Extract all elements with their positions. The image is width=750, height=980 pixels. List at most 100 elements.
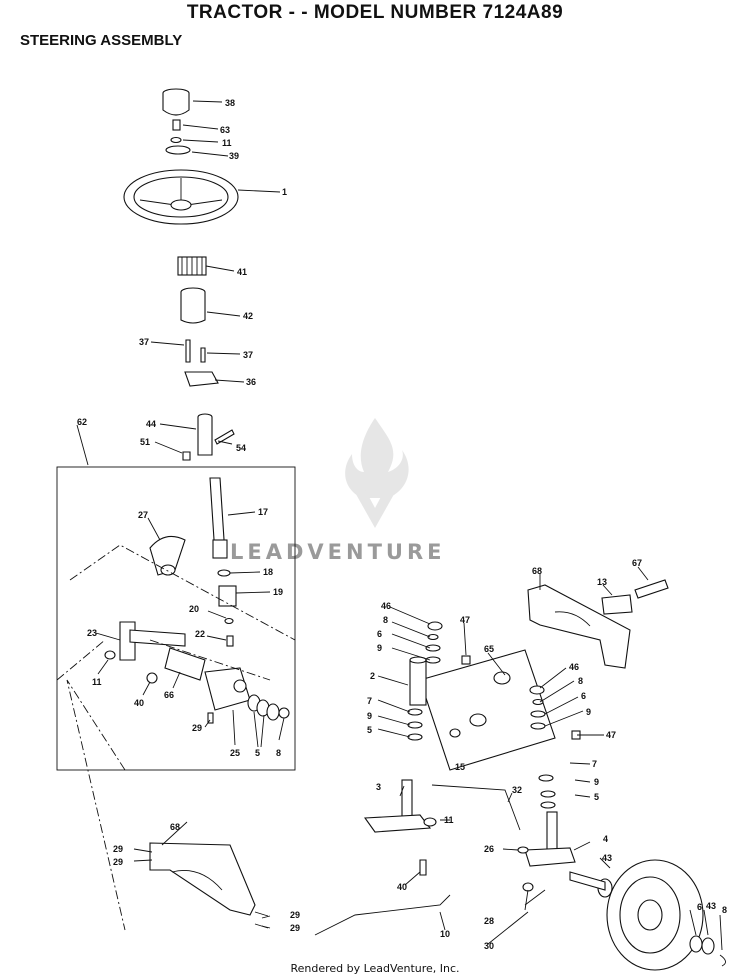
callout-1: 1	[282, 187, 287, 197]
callout-9-c: 9	[367, 711, 372, 721]
callout-47-a: 47	[460, 615, 470, 625]
callout-29-a: 29	[113, 844, 123, 854]
ring-8-b	[532, 698, 544, 706]
callout-6-b: 6	[581, 691, 586, 701]
assembly-62-frame	[56, 466, 296, 771]
callout-13: 13	[597, 577, 607, 587]
callout-27: 27	[138, 510, 148, 520]
callout-43-a: 43	[602, 853, 612, 863]
callout-54: 54	[236, 443, 246, 453]
callout-63: 63	[220, 125, 230, 135]
washer-6-b	[530, 710, 546, 718]
washer-11	[170, 136, 182, 144]
callout-65: 65	[484, 644, 494, 654]
steering-adapter-41	[177, 256, 207, 276]
drag-link-32	[431, 784, 521, 831]
bearing-9-d	[540, 790, 556, 798]
callout-37-right: 37	[243, 350, 253, 360]
footer-credit: Rendered by LeadVenture, Inc.	[290, 962, 460, 975]
callout-4: 4	[603, 834, 608, 844]
leadventure-logo-watermark	[240, 410, 510, 570]
callout-9-d: 9	[594, 777, 599, 787]
callout-6-c: 6	[697, 902, 702, 912]
bolt-54	[214, 429, 235, 445]
bushing-7-a	[407, 708, 423, 716]
callout-40-b: 40	[397, 882, 407, 892]
clip-8	[719, 954, 726, 967]
callout-11: 11	[222, 138, 232, 148]
washer-18	[217, 569, 231, 577]
callout-18: 18	[263, 567, 273, 577]
callout-29-box: 29	[192, 723, 202, 733]
ring-8-a	[427, 633, 439, 641]
steering-shaft-44	[197, 413, 213, 456]
callout-62: 62	[77, 417, 87, 427]
callout-5-box: 5	[255, 748, 260, 758]
callout-29-b: 29	[113, 857, 123, 867]
bearing-9-b	[407, 721, 423, 729]
bolt-67	[634, 579, 669, 599]
nut-11-b	[423, 817, 437, 827]
callout-44: 44	[146, 419, 156, 429]
callout-29-d: 29	[290, 923, 300, 933]
callout-11-left: 11	[92, 677, 102, 687]
tie-rod-10	[314, 894, 451, 936]
bracket-68-left	[149, 842, 256, 916]
callout-67: 67	[632, 558, 642, 568]
bushing-26	[517, 846, 529, 854]
callout-68-left: 68	[170, 822, 180, 832]
callout-29-c: 29	[290, 910, 300, 920]
callout-43-b: 43	[706, 901, 716, 911]
callout-9-b: 9	[586, 707, 591, 717]
ring-8	[278, 707, 290, 719]
pin-30	[524, 889, 546, 906]
steering-wheel	[123, 169, 239, 225]
nut-51	[182, 451, 191, 461]
callout-32: 32	[512, 785, 522, 795]
callout-3: 3	[376, 782, 381, 792]
bearing-9-a	[425, 656, 441, 664]
callout-11-b: 11	[444, 815, 454, 825]
column-sleeve-42	[180, 287, 206, 324]
sector-gear-27	[149, 535, 186, 576]
callout-17: 17	[258, 507, 268, 517]
shaft-23	[129, 629, 186, 647]
steering-cap	[162, 88, 190, 116]
spacer-13	[601, 594, 633, 615]
axle-68-right	[527, 584, 631, 669]
spindle-2	[409, 656, 427, 706]
callout-47-b: 47	[606, 730, 616, 740]
callout-28: 28	[484, 916, 494, 926]
callout-5-a: 5	[367, 725, 372, 735]
screw-22	[226, 635, 234, 647]
callout-9-a: 9	[377, 643, 382, 653]
callout-8-b: 8	[578, 676, 583, 686]
page-title: TRACTOR - - MODEL NUMBER 7124A89	[186, 2, 564, 23]
bracket-25	[204, 667, 251, 711]
nut-28	[522, 882, 534, 892]
callout-6-a: 6	[377, 629, 382, 639]
cap-46-b	[529, 685, 545, 695]
washer-6-a	[425, 644, 441, 652]
callout-26: 26	[484, 844, 494, 854]
washers-5-c	[266, 703, 280, 721]
callout-8-a: 8	[383, 615, 388, 625]
nut-15	[449, 728, 461, 738]
callout-8-c: 8	[722, 905, 727, 915]
watermark-text: LEADVENTURE	[230, 540, 446, 564]
callout-25: 25	[230, 748, 240, 758]
washer-39	[165, 145, 191, 155]
nut-11	[104, 650, 116, 660]
axle-bar	[419, 649, 556, 771]
callout-10: 10	[440, 929, 450, 939]
bearing-9-c	[530, 722, 546, 730]
cap-46	[427, 621, 443, 631]
bushing-7-b	[538, 774, 554, 782]
bracket-36	[184, 371, 219, 387]
bushing-66	[164, 647, 206, 681]
axle-stub	[569, 871, 606, 891]
bolt-37-b	[200, 347, 206, 363]
callout-7-a: 7	[367, 696, 372, 706]
callout-40-left: 40	[134, 698, 144, 708]
